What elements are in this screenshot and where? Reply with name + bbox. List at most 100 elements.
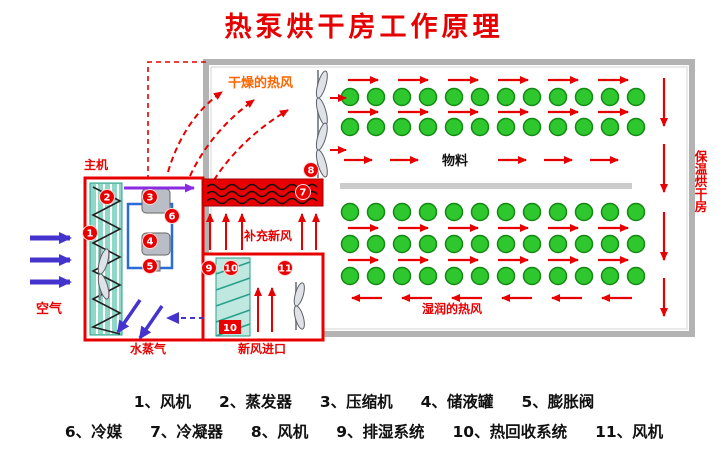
material-ball [366,87,386,107]
shelf-divider [340,183,632,189]
material-ball [418,202,438,222]
component-marker-label: 4 [147,237,154,248]
material-ball [574,87,594,107]
material-ball [444,117,464,137]
material-ball [548,266,568,286]
component-marker-label: 11 [278,264,292,275]
main-unit-label: 主机 [84,157,108,172]
component-marker [295,184,311,200]
material-ball [470,202,490,222]
vapor-arrow [116,299,142,334]
material-ball [444,202,464,222]
material-ball [626,266,646,286]
fresh-air-arrows [206,213,320,250]
legend-item: 3、压缩机 [319,393,393,411]
duct-dashed-outline [147,61,206,178]
dry-hot-air-label: 干燥的热风 [228,75,293,91]
material-ball [496,234,516,254]
component-marker-label: 10 [224,264,238,275]
fan-icon [97,248,110,300]
legend-item: 11、风机 [595,423,664,441]
water-vapor-label: 水蒸气 [130,341,166,356]
inlet-fans [315,70,347,178]
legend-item: 6、冷媒 [64,423,123,441]
material-ball [496,266,516,286]
material-ball [600,266,620,286]
material-ball [340,234,360,254]
material-ball [522,202,542,222]
material-ball [418,117,438,137]
component-marker-label: 8 [308,166,315,177]
material-ball [574,234,594,254]
material-ball [600,202,620,222]
material-ball [392,266,412,286]
legend-item: 1、风机 [133,393,192,411]
component-marker [82,225,98,241]
rising-air-arrow [167,91,223,173]
rising-air-arrow [189,99,255,177]
material-ball [522,117,542,137]
material-ball [444,266,464,286]
component-marker [142,258,158,274]
material-ball [496,87,516,107]
material-ball [548,202,568,222]
air-intake-arrows [30,232,72,288]
material-ball [600,234,620,254]
material-ball [574,117,594,137]
material-ball [522,234,542,254]
material-label: 物料 [442,153,468,169]
legend-item: 10、热回收系统 [452,423,568,441]
component-marker-label: 6 [169,212,176,223]
component-marker [164,208,180,224]
diagram-labels: 干燥的热风 主机 空气 水蒸气 新风进口 补充新风 物料 湿润的热风 保温烘干房 [36,75,708,356]
material-ball [340,117,360,137]
material-grid [340,87,646,286]
material-ball [392,234,412,254]
component-marker [201,260,217,276]
legend-item: 7、冷凝器 [150,423,223,441]
material-ball [392,202,412,222]
material-ball [626,202,646,222]
condenser-coil [206,197,318,205]
component-marker [142,189,158,205]
page-title: 热泵烘干房工作原理 [224,12,504,43]
material-ball [626,87,646,107]
material-ball [340,266,360,286]
material-ball [366,117,386,137]
fan-icon [293,282,305,330]
component-marker-label: 3 [147,193,154,204]
component-marker-label: 5 [147,262,154,273]
fresh-air-port [219,320,241,334]
legend-row-1: 1、风机 2、蒸发器 3、压缩机 4、储液罐 5、膨胀阀 [0,390,728,412]
legend-item: 8、风机 [250,423,309,441]
component-marker [277,260,293,276]
material-ball [626,117,646,137]
material-ball [418,87,438,107]
legend-item: 2、蒸发器 [219,393,292,411]
material-ball [392,117,412,137]
rising-air-arrow [213,109,289,181]
material-ball [548,87,568,107]
material-ball [470,266,490,286]
insulated-room-label: 保温烘干房 [693,149,708,213]
fan-icon [315,122,328,178]
material-ball [366,234,386,254]
material-ball [392,87,412,107]
material-ball [470,117,490,137]
material-ball [600,87,620,107]
component-markers: 1 2 3 4 5 6 7 8 9 10 11 [82,162,319,276]
material-ball [340,202,360,222]
material-ball [470,234,490,254]
vapor-arrow [138,305,164,340]
air-label: 空气 [36,301,62,317]
component-marker [99,189,115,205]
material-ball [600,117,620,137]
legend-item: 9、排湿系统 [336,423,425,441]
material-ball [574,266,594,286]
fresh-air-inlet-label: 新风进口 [238,341,286,356]
component-marker-label: 10 [223,323,237,334]
material-ball [496,117,516,137]
component-marker-label: 1 [87,229,94,240]
legend-row-2: 6、冷媒 7、冷凝器 8、风机 9、排湿系统 10、热回收系统 11、风机 [0,420,728,442]
vapor-out-arrows [116,299,204,340]
